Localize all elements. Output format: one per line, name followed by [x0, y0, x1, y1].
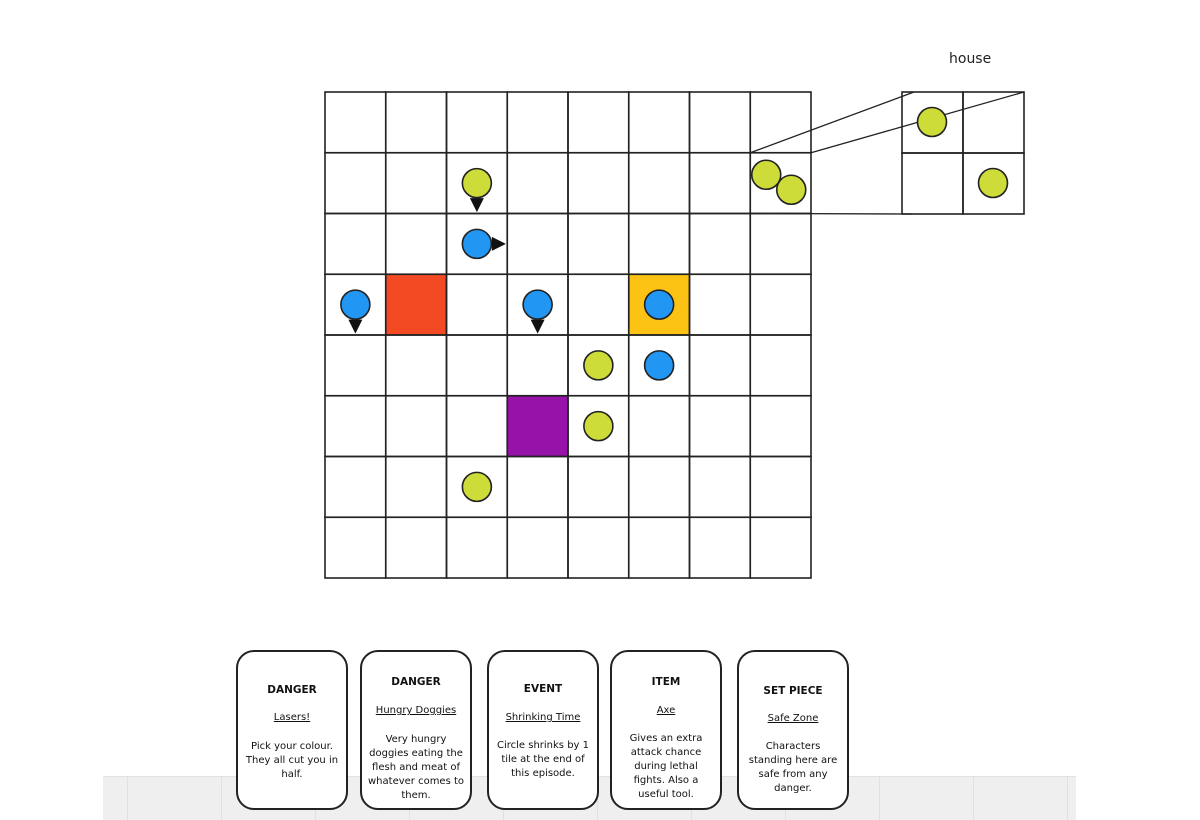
red-tile[interactable] — [385, 274, 447, 335]
board-cell[interactable] — [688, 91, 752, 154]
card-type: DANGER — [391, 676, 441, 688]
house-label: house — [949, 51, 992, 67]
board-cell[interactable] — [627, 212, 691, 276]
board-cell[interactable] — [324, 455, 387, 519]
board-cell[interactable] — [627, 394, 691, 458]
card-type: EVENT — [523, 683, 563, 695]
zoom-line — [750, 212, 913, 215]
blue-piece[interactable] — [522, 289, 553, 320]
board-cell[interactable] — [506, 151, 569, 215]
board-cell[interactable] — [749, 516, 812, 579]
arrow-right-icon — [491, 236, 506, 251]
board-cell[interactable] — [324, 151, 387, 215]
board-cell[interactable] — [384, 394, 448, 458]
board-cell[interactable] — [688, 516, 752, 579]
board-cell[interactable] — [384, 455, 448, 519]
board-cell[interactable] — [627, 455, 691, 519]
green-piece[interactable] — [583, 350, 614, 381]
card-type: SET PIECE — [763, 685, 823, 697]
card-description: Very hungry doggies eating the flesh and… — [368, 734, 465, 801]
card-title: Safe Zone — [767, 713, 819, 724]
board-cell[interactable] — [384, 212, 448, 276]
board-cell[interactable] — [567, 212, 630, 276]
board-cell[interactable] — [749, 91, 812, 154]
board-cell[interactable] — [567, 516, 630, 579]
board-cell[interactable] — [567, 151, 630, 215]
board-cell[interactable] — [688, 334, 752, 397]
card-description: Gives an extra attack chance during leth… — [629, 733, 703, 800]
board-cell[interactable] — [324, 334, 387, 397]
board-cell[interactable] — [627, 151, 691, 215]
card-description: Pick your colour. They all cut you in ha… — [245, 741, 339, 780]
green-piece[interactable] — [750, 159, 782, 191]
green-piece[interactable] — [977, 167, 1009, 199]
arrow-down-icon — [530, 319, 545, 334]
card-title: Shrinking Time — [505, 712, 581, 723]
card-description: Circle shrinks by 1 tile at the end of t… — [496, 740, 590, 779]
board-cell[interactable] — [445, 334, 509, 397]
card-danger-lasers[interactable]: DANGER Lasers! Pick your colour. They al… — [236, 650, 348, 810]
card-danger-hungry-doggies[interactable]: DANGER Hungry Doggies Very hungry doggie… — [360, 650, 472, 810]
board-cell[interactable] — [749, 212, 812, 276]
green-piece[interactable] — [775, 174, 807, 206]
board-cell[interactable] — [506, 516, 569, 579]
board-cell[interactable] — [688, 273, 752, 336]
board-cell[interactable] — [506, 91, 569, 154]
blue-piece[interactable] — [643, 289, 675, 320]
board-cell[interactable] — [749, 455, 812, 519]
board-cell[interactable] — [445, 91, 509, 154]
board-cell[interactable] — [688, 394, 752, 458]
card-item-axe[interactable]: ITEM Axe Gives an extra attack chance du… — [610, 650, 722, 810]
board-cell[interactable] — [384, 151, 448, 215]
board-cell[interactable] — [445, 273, 509, 336]
board-cell[interactable] — [445, 516, 509, 579]
card-set-piece-safe-zone[interactable]: SET PIECE Safe Zone Characters standing … — [737, 650, 849, 810]
card-title: Axe — [656, 705, 676, 716]
board-cell[interactable] — [749, 334, 812, 397]
board-cell[interactable] — [384, 334, 448, 397]
board-cell[interactable] — [506, 212, 569, 276]
board-cell[interactable] — [688, 151, 752, 215]
board-cell[interactable] — [324, 394, 387, 458]
board-cell[interactable] — [384, 516, 448, 579]
blue-piece[interactable] — [340, 289, 371, 320]
board-cell[interactable] — [749, 394, 812, 458]
arrow-down-icon — [469, 198, 484, 213]
board-cell[interactable] — [567, 273, 630, 336]
board-cell[interactable] — [749, 273, 812, 336]
card-description: Characters standing here are safe from a… — [748, 741, 838, 794]
board-cell[interactable] — [506, 334, 569, 397]
green-piece[interactable] — [461, 471, 493, 503]
green-piece[interactable] — [916, 106, 948, 138]
board-cell[interactable] — [324, 212, 387, 276]
house-cell[interactable] — [962, 152, 1025, 215]
purple-tile[interactable] — [507, 395, 568, 457]
blue-piece[interactable] — [461, 228, 493, 260]
card-title: Hungry Doggies — [375, 705, 457, 716]
arrow-down-icon — [348, 319, 363, 334]
board-cell[interactable] — [688, 455, 752, 519]
card-type: DANGER — [267, 684, 317, 696]
game-board — [324, 91, 1025, 579]
board-cell[interactable] — [324, 91, 387, 154]
board-cell[interactable] — [567, 91, 630, 154]
card-event-shrinking-time[interactable]: EVENT Shrinking Time Circle shrinks by 1… — [487, 650, 599, 810]
board-cell[interactable] — [567, 455, 630, 519]
board-cell[interactable] — [384, 91, 448, 154]
house-cell[interactable] — [901, 152, 964, 215]
green-piece[interactable] — [583, 410, 614, 442]
board-cell[interactable] — [627, 91, 691, 154]
board-cell[interactable] — [445, 394, 509, 458]
card-title: Lasers! — [273, 712, 311, 723]
board-cell[interactable] — [688, 212, 752, 276]
card-type: ITEM — [651, 676, 681, 688]
board-cell[interactable] — [506, 455, 569, 519]
zoom-line — [750, 91, 915, 154]
green-piece[interactable] — [461, 167, 493, 199]
board-cell[interactable] — [627, 516, 691, 579]
blue-piece[interactable] — [643, 350, 675, 381]
board-cell[interactable] — [324, 516, 387, 579]
